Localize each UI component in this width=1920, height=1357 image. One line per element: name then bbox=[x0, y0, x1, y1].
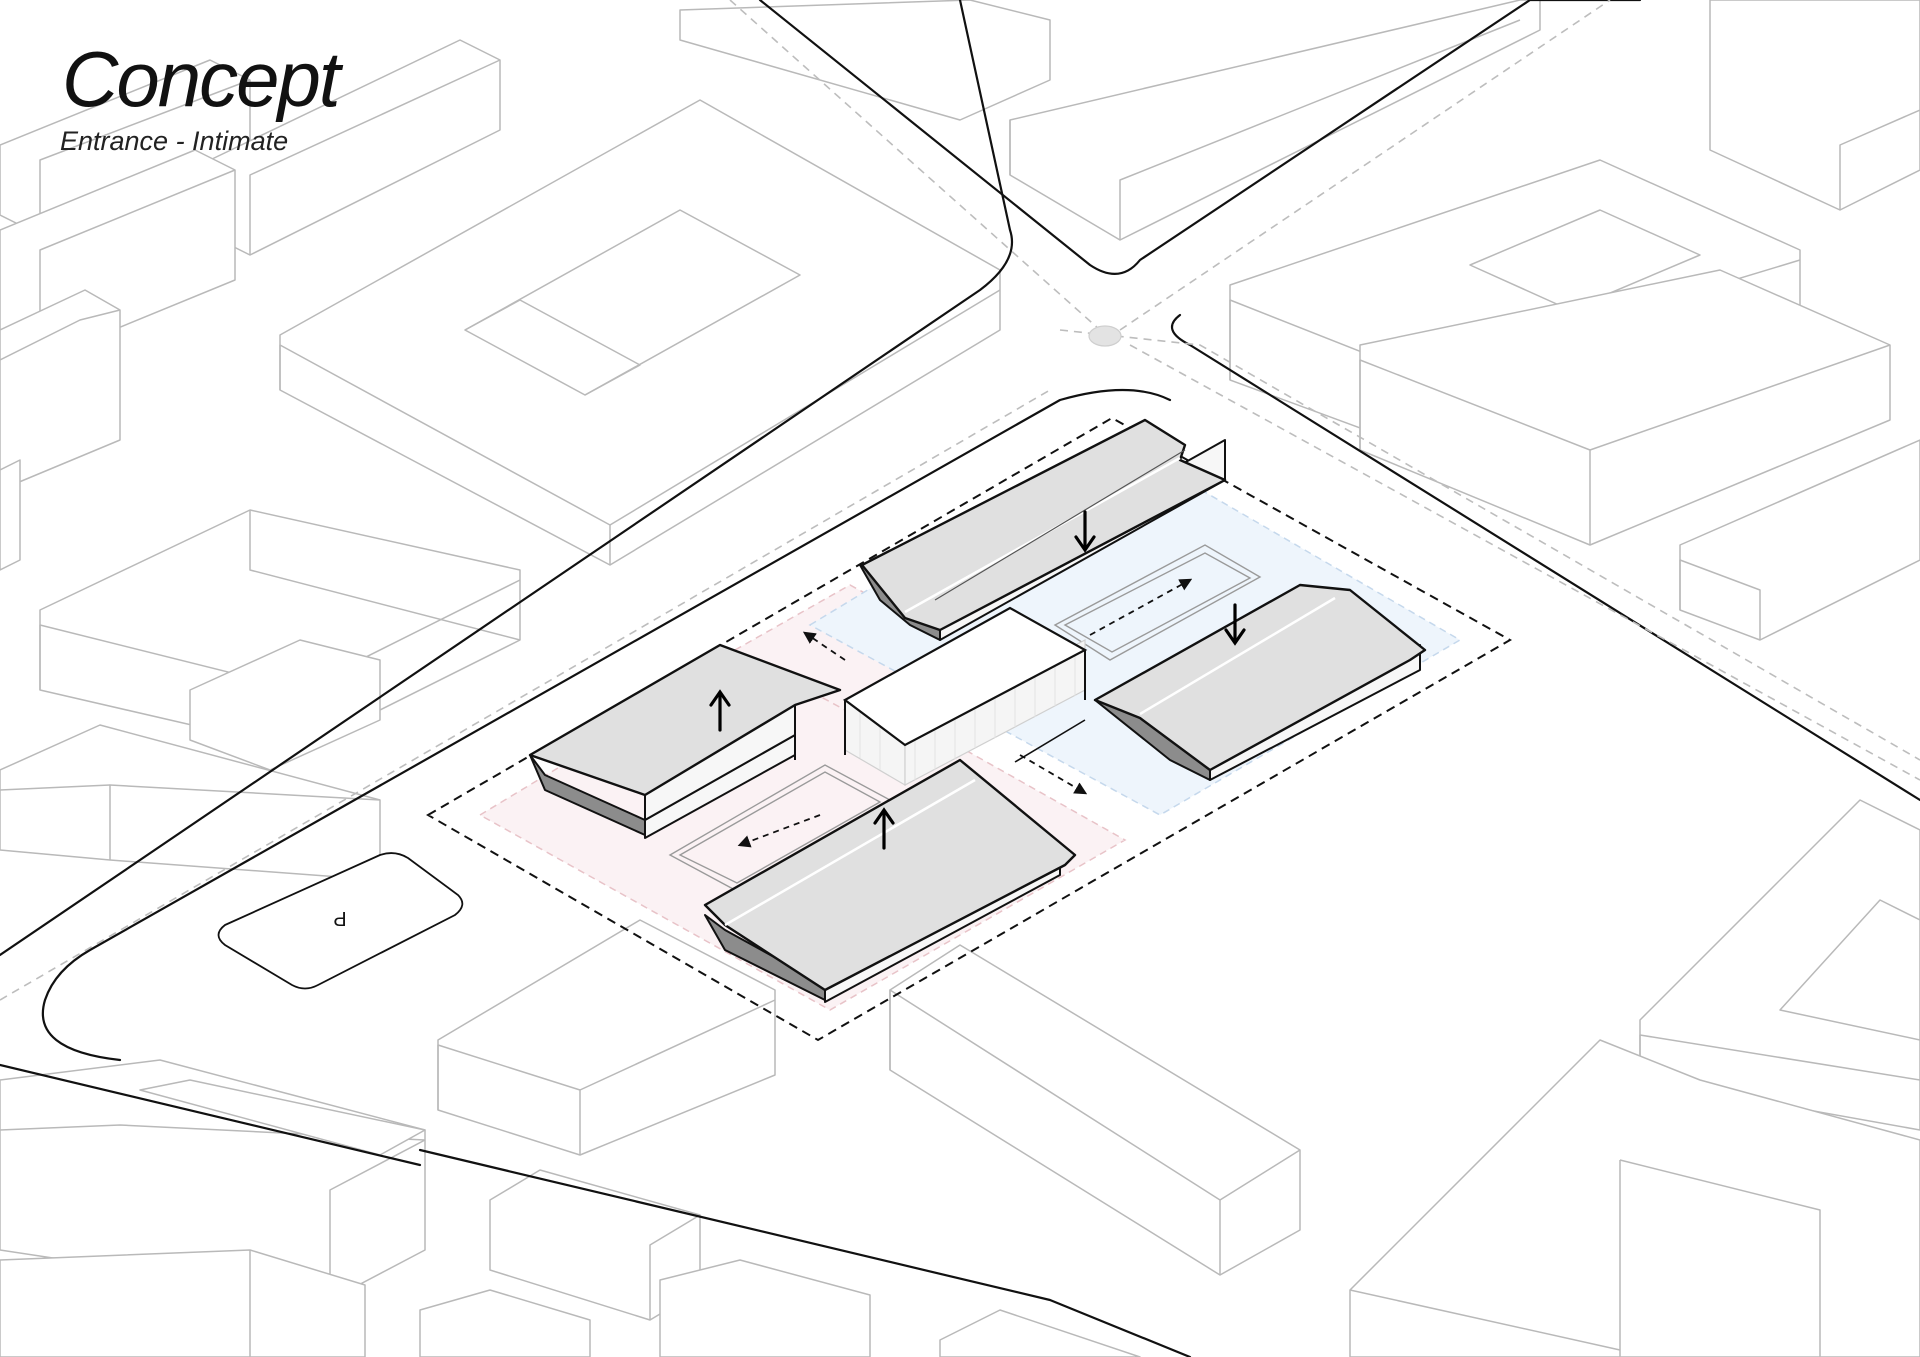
context-building bbox=[0, 725, 380, 880]
parking-label: P bbox=[333, 907, 346, 929]
diagram-subtitle: Entrance - Intimate bbox=[60, 128, 288, 155]
context-building bbox=[890, 945, 1300, 1275]
context-building bbox=[1010, 0, 1540, 240]
context-building bbox=[940, 1310, 1140, 1357]
context-building bbox=[438, 920, 775, 1155]
context-building bbox=[660, 1260, 870, 1357]
roundabout bbox=[1089, 326, 1121, 346]
parking-lot: P bbox=[219, 853, 463, 988]
context-building bbox=[680, 0, 1050, 120]
diagram-title: Concept bbox=[62, 40, 339, 118]
context-building bbox=[1710, 0, 1920, 210]
context-building bbox=[0, 460, 20, 570]
context-building bbox=[420, 1290, 590, 1357]
